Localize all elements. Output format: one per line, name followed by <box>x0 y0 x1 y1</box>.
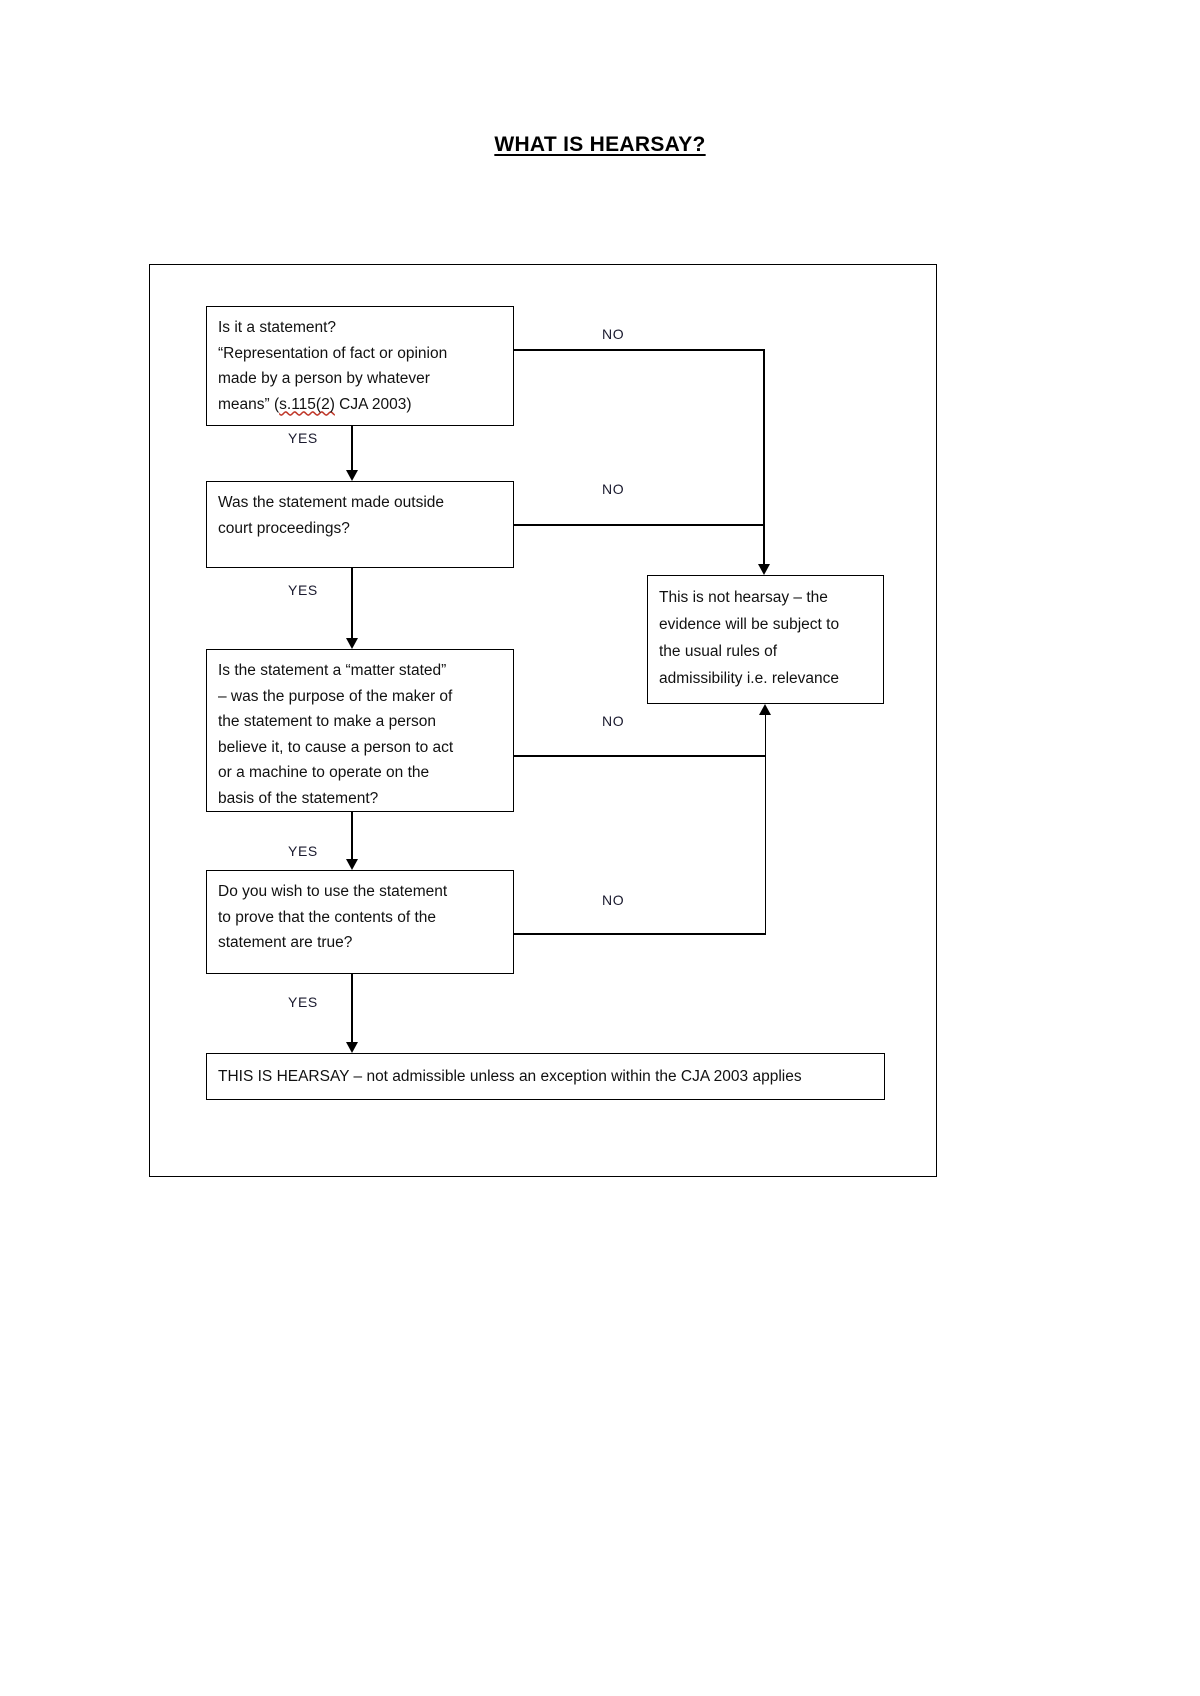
edge-q3-no-arrowhead <box>759 704 771 715</box>
q1-line-4: means” (s.115(2) CJA 2003) <box>218 396 412 413</box>
edge-q3-no-vertical <box>764 715 767 756</box>
q1-line-4-suffix: CJA 2003) <box>334 395 412 413</box>
edge-label-q2-no: NO <box>602 481 625 497</box>
edge-q3-no-horizontal <box>514 755 766 757</box>
edge-q1-yes-vertical <box>351 426 353 470</box>
page-title: WHAT IS HEARSAY? <box>494 133 706 156</box>
q1-line-2: “Representation of fact or opinion <box>218 344 448 362</box>
edge-label-q1-no: NO <box>602 326 625 342</box>
edge-q1-no-arrowhead <box>758 564 770 575</box>
edge-q4-yes-arrowhead <box>345 1042 358 1053</box>
edge-q3-yes-arrowhead <box>345 859 358 870</box>
edge-q4-yes-vertical <box>351 974 353 1042</box>
edge-label-q4-yes: YES <box>288 994 318 1010</box>
outcome-box-not-hearsay: This is not hearsay – the evidence will … <box>647 575 884 704</box>
edge-label-q3-no: NO <box>602 713 625 729</box>
q1-line-3: made by a person by whatever <box>218 370 430 387</box>
outcome-box-is-hearsay: THIS IS HEARSAY – not admissible unless … <box>206 1053 885 1100</box>
edge-q2-yes-vertical <box>351 568 353 638</box>
edge-q1-yes-arrowhead <box>345 470 358 481</box>
statute-reference: s.115(2) <box>279 395 335 413</box>
decision-box-is-it-a-statement: Is it a statement? “Representation of fa… <box>206 306 514 426</box>
edge-label-q3-yes: YES <box>288 843 318 859</box>
edge-label-q1-yes: YES <box>288 430 318 446</box>
q1-line-4-prefix: means” ( <box>218 395 280 413</box>
decision-box-made-outside-court: Was the statement made outside court pro… <box>206 481 514 568</box>
edge-label-q2-yes: YES <box>288 582 318 598</box>
decision-box-matter-stated: Is the statement a “matter stated” – was… <box>206 649 514 812</box>
decision-box-prove-contents-true: Do you wish to use the statement to prov… <box>206 870 514 974</box>
edge-q1-no-horizontal <box>514 349 765 351</box>
edge-q2-no-horizontal <box>514 524 764 526</box>
q1-line-1: Is it a statement? <box>218 319 337 336</box>
edge-q4-no-vertical <box>764 755 767 934</box>
flowchart-frame: Is it a statement? “Representation of fa… <box>149 264 937 1177</box>
edge-q3-yes-vertical <box>351 812 353 859</box>
edge-q2-yes-arrowhead <box>345 638 358 649</box>
edge-label-q4-no: NO <box>602 892 625 908</box>
edge-q1-no-vertical <box>763 349 765 564</box>
edge-q4-no-horizontal <box>514 933 766 935</box>
